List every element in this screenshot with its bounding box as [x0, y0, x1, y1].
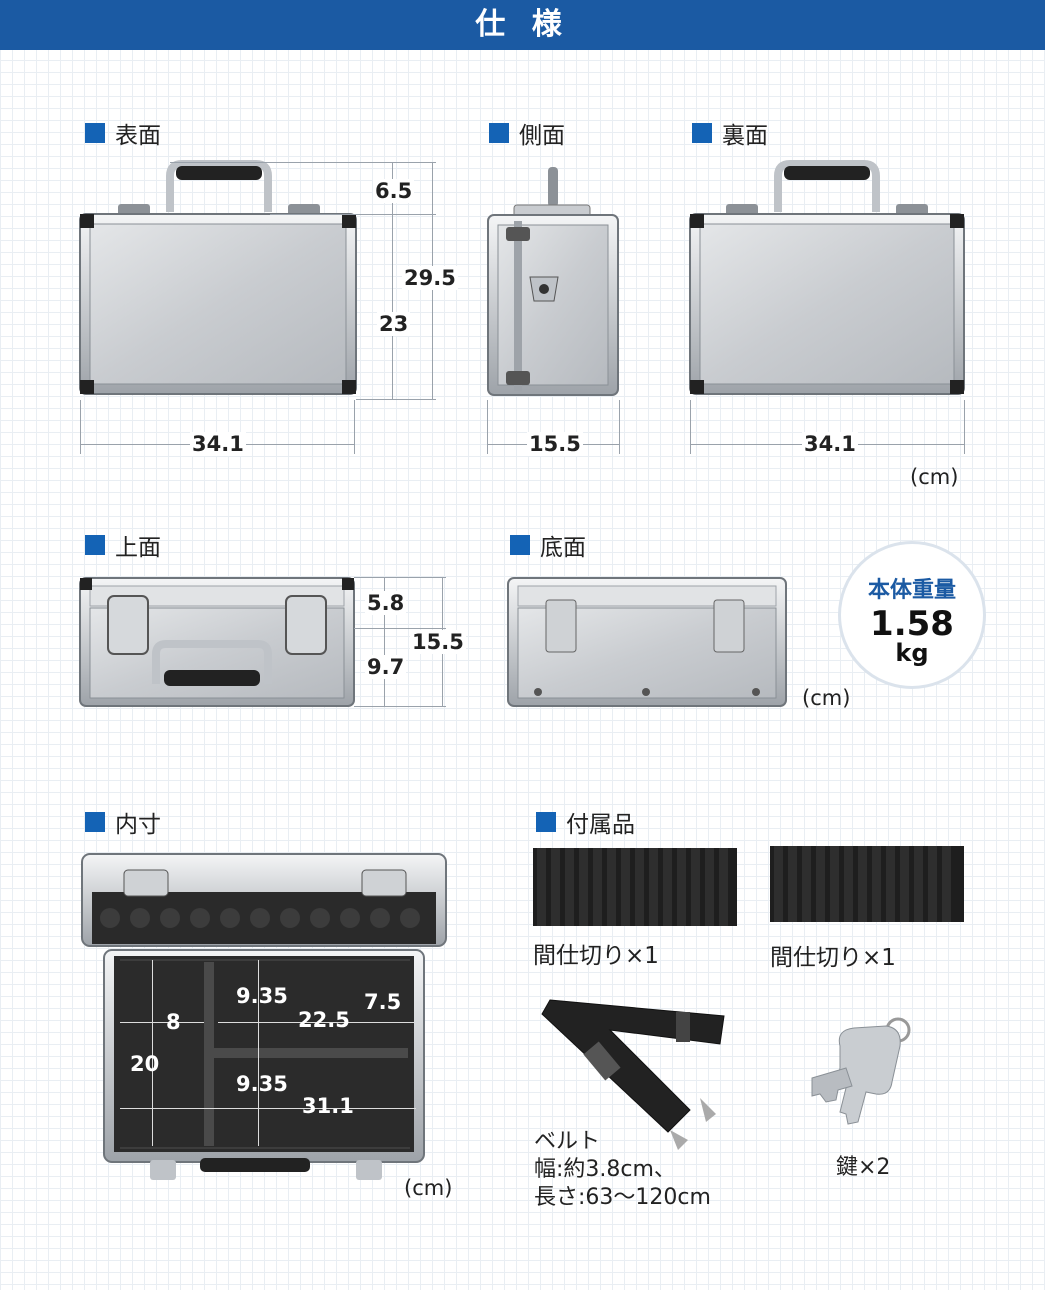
- weight-value: 1.58: [870, 604, 954, 644]
- section-title-interior: 内寸: [85, 805, 161, 839]
- dim-line: [80, 400, 81, 454]
- square-marker-icon: [489, 123, 509, 143]
- dim-line: [354, 577, 446, 578]
- divider-caption: 間仕切り×1: [770, 945, 896, 971]
- case-interior-image: [81, 853, 447, 1180]
- weight-badge: 本体重量 1.58 kg: [838, 541, 986, 689]
- section-label: 内寸: [115, 812, 161, 838]
- section-title-side: 側面: [489, 116, 565, 150]
- dim-interior-upper-width: 22.5: [298, 1008, 350, 1032]
- dim-top-upper: 5.8: [365, 591, 407, 615]
- case-bottom-image: [507, 577, 787, 707]
- dim-total-height: 29.5: [402, 266, 458, 290]
- square-marker-icon: [85, 812, 105, 832]
- dim-line: [152, 960, 153, 1146]
- unit-label: (cm): [910, 465, 959, 489]
- keys-caption: 鍵×2: [836, 1155, 891, 1180]
- dim-line: [218, 1022, 414, 1023]
- dim-top-lower: 9.7: [365, 655, 407, 679]
- section-label: 表面: [115, 123, 161, 149]
- section-label: 上面: [115, 535, 161, 561]
- dim-interior-left-width: 8: [166, 1010, 181, 1034]
- belt-length: 長さ:63〜120cm: [534, 1185, 711, 1210]
- weight-unit: kg: [895, 639, 929, 667]
- divider-caption: 間仕切り×1: [533, 943, 659, 969]
- dim-line: [354, 628, 446, 629]
- dim-line: [270, 214, 436, 215]
- section-label: 底面: [540, 535, 586, 561]
- dim-line: [690, 400, 691, 454]
- dim-back-width: 34.1: [802, 432, 858, 456]
- dim-line: [964, 400, 965, 454]
- unit-label: (cm): [802, 686, 851, 710]
- section-title-accessories: 付属品: [536, 805, 635, 839]
- dim-line: [384, 577, 385, 706]
- case-back-image: [689, 160, 965, 395]
- dim-line: [392, 162, 393, 399]
- dim-line: [619, 400, 620, 454]
- section-label: 裏面: [722, 123, 768, 149]
- case-top-image: [79, 577, 355, 707]
- dim-interior-full-width: 31.1: [302, 1094, 354, 1118]
- dim-interior-lower-depth: 9.35: [236, 1072, 288, 1096]
- section-title-top: 上面: [85, 528, 161, 562]
- dim-interior-height: 20: [130, 1052, 160, 1076]
- dim-interior-upper-depth: 9.35: [236, 984, 288, 1008]
- dim-handle-height: 6.5: [373, 179, 415, 203]
- section-title-bottom: 底面: [510, 528, 586, 562]
- dim-line: [258, 960, 259, 1146]
- section-title-front: 表面: [85, 116, 161, 150]
- section-label: 側面: [519, 123, 565, 149]
- divider-foam-image: [770, 846, 964, 922]
- section-label: 付属品: [566, 812, 635, 838]
- dim-line: [487, 400, 488, 454]
- dim-front-width: 34.1: [190, 432, 246, 456]
- dim-body-height: 23: [377, 312, 411, 336]
- square-marker-icon: [85, 535, 105, 555]
- dim-line: [170, 162, 436, 163]
- belt-title: ベルト: [534, 1129, 601, 1154]
- case-side-image: [487, 167, 619, 396]
- divider-foam-image: [533, 848, 737, 926]
- dim-line: [354, 706, 446, 707]
- shoulder-belt-image: [541, 999, 725, 1150]
- belt-width: 幅:約3.8cm、: [534, 1157, 676, 1182]
- square-marker-icon: [85, 123, 105, 143]
- dim-line: [356, 399, 436, 400]
- dim-line: [354, 400, 355, 454]
- keys-image: [811, 1017, 911, 1125]
- dim-line: [120, 1022, 204, 1023]
- square-marker-icon: [692, 123, 712, 143]
- page-title: 仕 様: [0, 0, 1045, 50]
- dim-top-total: 15.5: [410, 630, 466, 654]
- weight-label: 本体重量: [867, 578, 956, 603]
- unit-label: (cm): [404, 1176, 453, 1200]
- square-marker-icon: [536, 812, 556, 832]
- dim-interior-corner: 7.5: [364, 990, 402, 1014]
- case-front-image: [79, 160, 357, 395]
- dim-side-depth: 15.5: [527, 432, 583, 456]
- section-title-back: 裏面: [692, 116, 768, 150]
- dim-line: [120, 1108, 416, 1109]
- square-marker-icon: [510, 535, 530, 555]
